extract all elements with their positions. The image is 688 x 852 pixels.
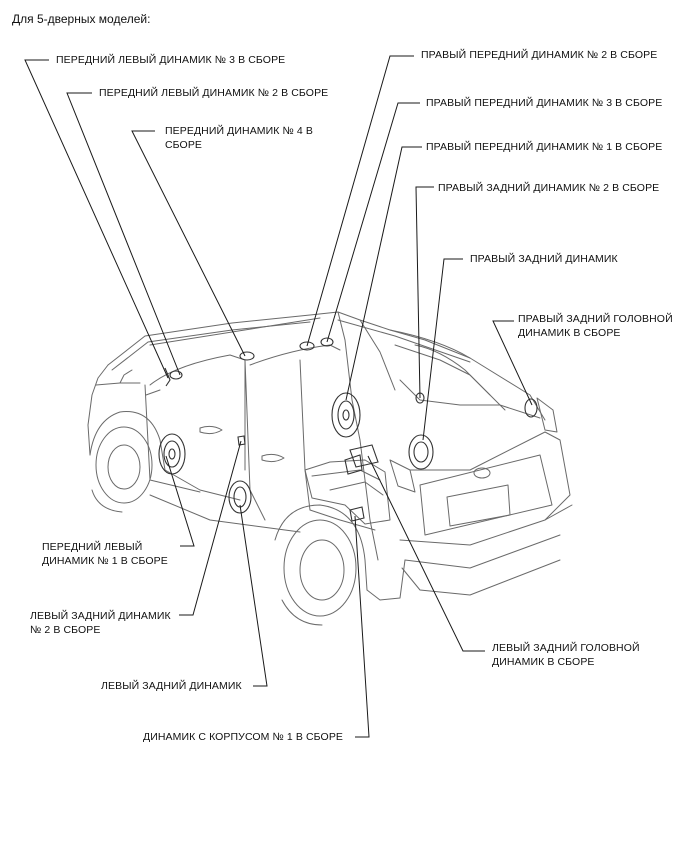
- speaker-right-front-3: [320, 337, 334, 347]
- label-right-front-speaker-3: ПРАВЫЙ ПЕРЕДНИЙ ДИНАМИК № 3 В СБОРЕ: [426, 97, 663, 109]
- label-right-front-speaker-1: ПРАВЫЙ ПЕРЕДНИЙ ДИНАМИК № 1 В СБОРЕ: [426, 141, 663, 153]
- speaker-left-rear-2: [237, 435, 246, 446]
- label-left-rear-speaker-2: ЛЕВЫЙ ЗАДНИЙ ДИНАМИК № 2 В СБОРЕ: [30, 610, 171, 636]
- label-front-speaker-4: ПЕРЕДНИЙ ДИНАМИК № 4 В СБОРЕ: [165, 125, 313, 151]
- label-front-left-speaker-2: ПЕРЕДНИЙ ЛЕВЫЙ ДИНАМИК № 2 В СБОРЕ: [99, 87, 329, 99]
- label-front-left-speaker-1: ПЕРЕДНИЙ ЛЕВЫЙ ДИНАМИК № 1 В СБОРЕ: [42, 541, 168, 567]
- speaker-right-front-2: [299, 341, 315, 351]
- label-box-speaker-1: ДИНАМИК С КОРПУСОМ № 1 В СБОРЕ: [143, 731, 344, 743]
- vehicle-outline: [87, 311, 573, 626]
- leader-lines: [24, 55, 533, 738]
- label-right-rear-speaker-2: ПРАВЫЙ ЗАДНИЙ ДИНАМИК № 2 В СБОРЕ: [438, 182, 660, 194]
- speaker-left-rear-head: [349, 444, 379, 468]
- speaker-left-rear: [228, 480, 252, 514]
- label-right-rear-speaker: ПРАВЫЙ ЗАДНИЙ ДИНАМИК: [470, 253, 618, 265]
- label-left-rear-head-speaker: ЛЕВЫЙ ЗАДНИЙ ГОЛОВНОЙ ДИНАМИК В СБОРЕ: [492, 642, 640, 668]
- label-right-rear-head-speaker: ПРАВЫЙ ЗАДНИЙ ГОЛОВНОЙ ДИНАМИК В СБОРЕ: [518, 313, 673, 339]
- speaker-front-4: [239, 351, 255, 361]
- speaker-front-left-1: [158, 433, 186, 475]
- speaker-right-front-1: [331, 392, 361, 438]
- speaker-right-rear: [408, 434, 434, 470]
- speaker-box-1: [349, 506, 365, 522]
- diagram-header: Для 5-дверных моделей:: [12, 12, 151, 26]
- label-left-rear-speaker: ЛЕВЫЙ ЗАДНИЙ ДИНАМИК: [101, 680, 242, 692]
- speaker-right-rear-head: [524, 398, 538, 418]
- label-right-front-speaker-2: ПРАВЫЙ ПЕРЕДНИЙ ДИНАМИК № 2 В СБОРЕ: [421, 49, 658, 61]
- speaker-parts: [158, 337, 538, 522]
- label-front-left-speaker-3: ПЕРЕДНИЙ ЛЕВЫЙ ДИНАМИК № 3 В СБОРЕ: [56, 54, 286, 66]
- speaker-front-left-3: [169, 370, 183, 380]
